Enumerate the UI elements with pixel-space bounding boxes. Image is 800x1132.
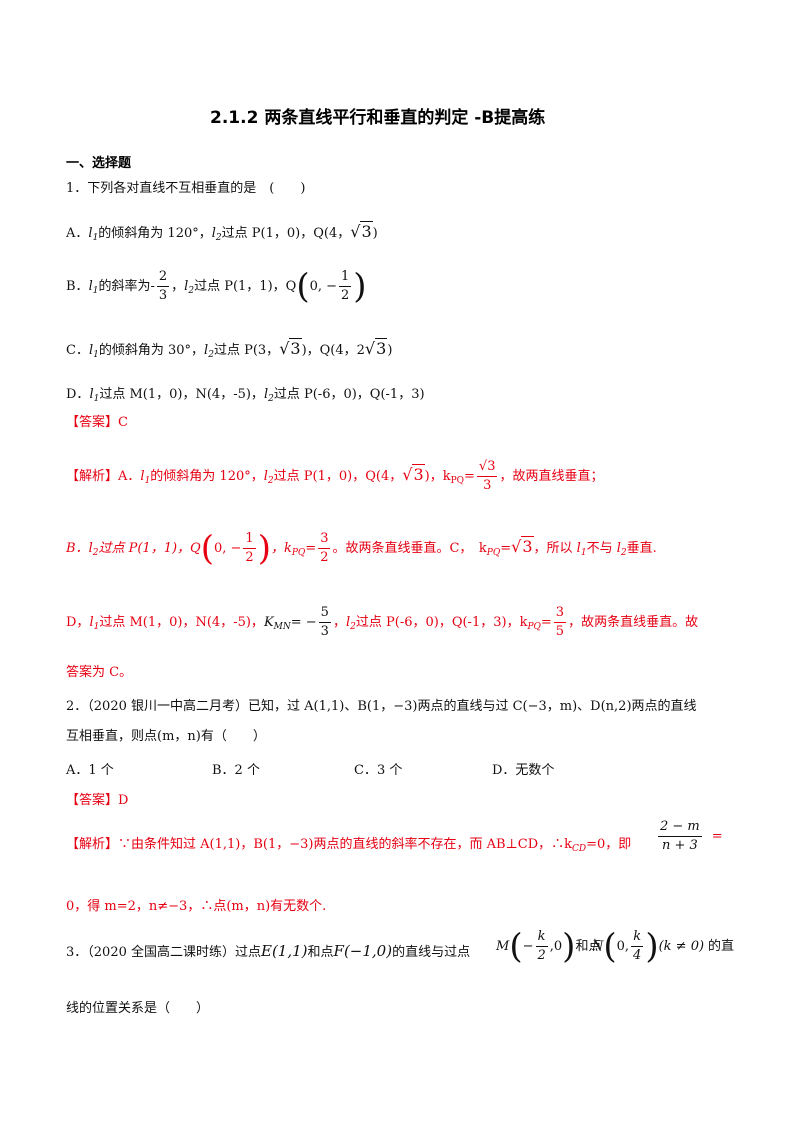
question-2-option-d: D．无数个 (492, 763, 555, 778)
question-1-explanation-line-4: 答案为 C。 (66, 665, 133, 680)
question-2-option-b: B．2 个 (212, 763, 260, 778)
question-1-option-d: D．l1过点 M(1，0)，N(4，-5)，l2过点 P(-6，0)，Q(-1，… (66, 387, 425, 404)
question-2-option-a: A．1 个 (66, 763, 114, 778)
question-2-answer: 【答案】D (66, 793, 129, 808)
question-3-stem-line-1: 3．（2020 全国高二课时练）过点E(1,1)和点F(−1,0)的直线与过点 (66, 942, 471, 960)
sqrt-symbol: √3 (279, 338, 302, 358)
question-3-stem-line-2: 线的位置关系是（ ） (66, 1001, 210, 1016)
question-2-explanation-line-2: 0，得 m=2，n≠−3，∴点(m，n)有无数个. (66, 899, 327, 914)
page-title: 2.1.2 两条直线平行和垂直的判定 -B提高练 (210, 108, 546, 128)
question-1-stem: 1．下列各对直线不互相垂直的是 ( ) (66, 181, 306, 196)
question-1-answer: 【答案】C (66, 415, 128, 430)
question-2-explanation-line-1: 【解析】∵由条件知过 A(1,1)，B(1，−3)两点的直线的斜率不存在，而 A… (66, 837, 632, 854)
question-2-stem-line-1: 2．（2020 银川一中高二月考）已知，过 A(1,1)、B(1，−3)两点的直… (66, 699, 697, 714)
sqrt-symbol: √3 (350, 221, 373, 241)
sqrt-symbol: √3 (511, 536, 534, 556)
question-1-option-a: A．l1的倾斜角为 120°，l2过点 P(1，0)，Q(4，√3) (66, 221, 378, 243)
question-1-explanation-line-1: 【解析】A．l1的倾斜角为 120°，l2过点 P(1，0)，Q(4，√3)，k… (66, 459, 604, 493)
question-2-stem-line-2: 互相垂直，则点(m，n)有（ ） (66, 729, 266, 744)
sqrt-symbol: √3 (402, 464, 425, 484)
section-heading: 一、选择题 (66, 156, 132, 171)
sqrt-symbol: √3 (364, 338, 388, 358)
question-2-option-c: C．3 个 (354, 763, 403, 778)
question-1-option-c: C．l1的倾斜角为 30°，l2过点 P(3，√3)，Q(4，2√3) (66, 338, 393, 360)
